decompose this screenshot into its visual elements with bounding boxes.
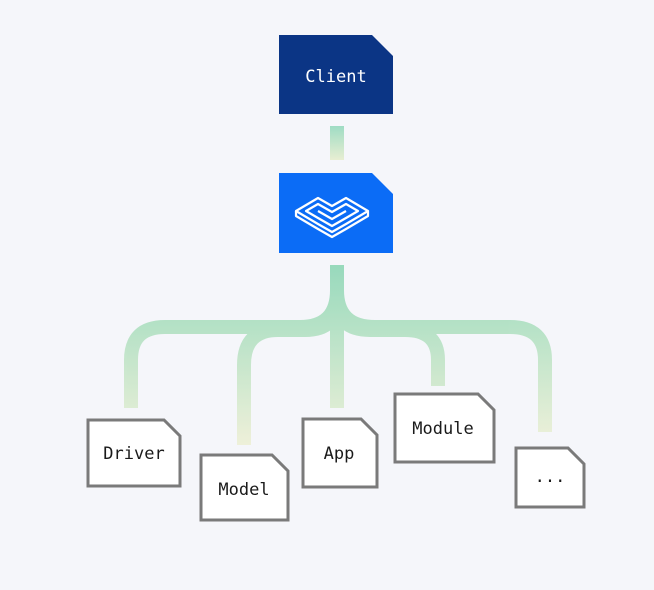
app-label: App [324, 444, 355, 464]
driver-label: Driver [103, 444, 164, 464]
node-more: ... [514, 446, 586, 509]
client-box [279, 35, 393, 114]
connector-more [330, 289, 552, 432]
tree-connectors [124, 265, 552, 445]
connector-driver [124, 289, 344, 408]
module-label: Module [412, 419, 473, 439]
driver-box [86, 418, 182, 488]
more-box [514, 446, 586, 509]
node-driver: Driver [86, 418, 182, 488]
client-hub-connector [330, 126, 344, 160]
module-box [393, 392, 496, 464]
client-node: Client [279, 35, 393, 114]
model-box [199, 453, 290, 522]
hub-box [279, 173, 393, 253]
node-module: Module [393, 392, 496, 464]
app-box [301, 417, 379, 489]
client-label: Client [305, 67, 366, 87]
node-app: App [301, 417, 379, 489]
layered-stack-logo-icon [294, 196, 370, 239]
hub-node [279, 173, 393, 253]
more-label: ... [535, 467, 566, 487]
model-label: Model [218, 480, 269, 500]
connector-module [330, 299, 445, 386]
node-model: Model [199, 453, 290, 522]
